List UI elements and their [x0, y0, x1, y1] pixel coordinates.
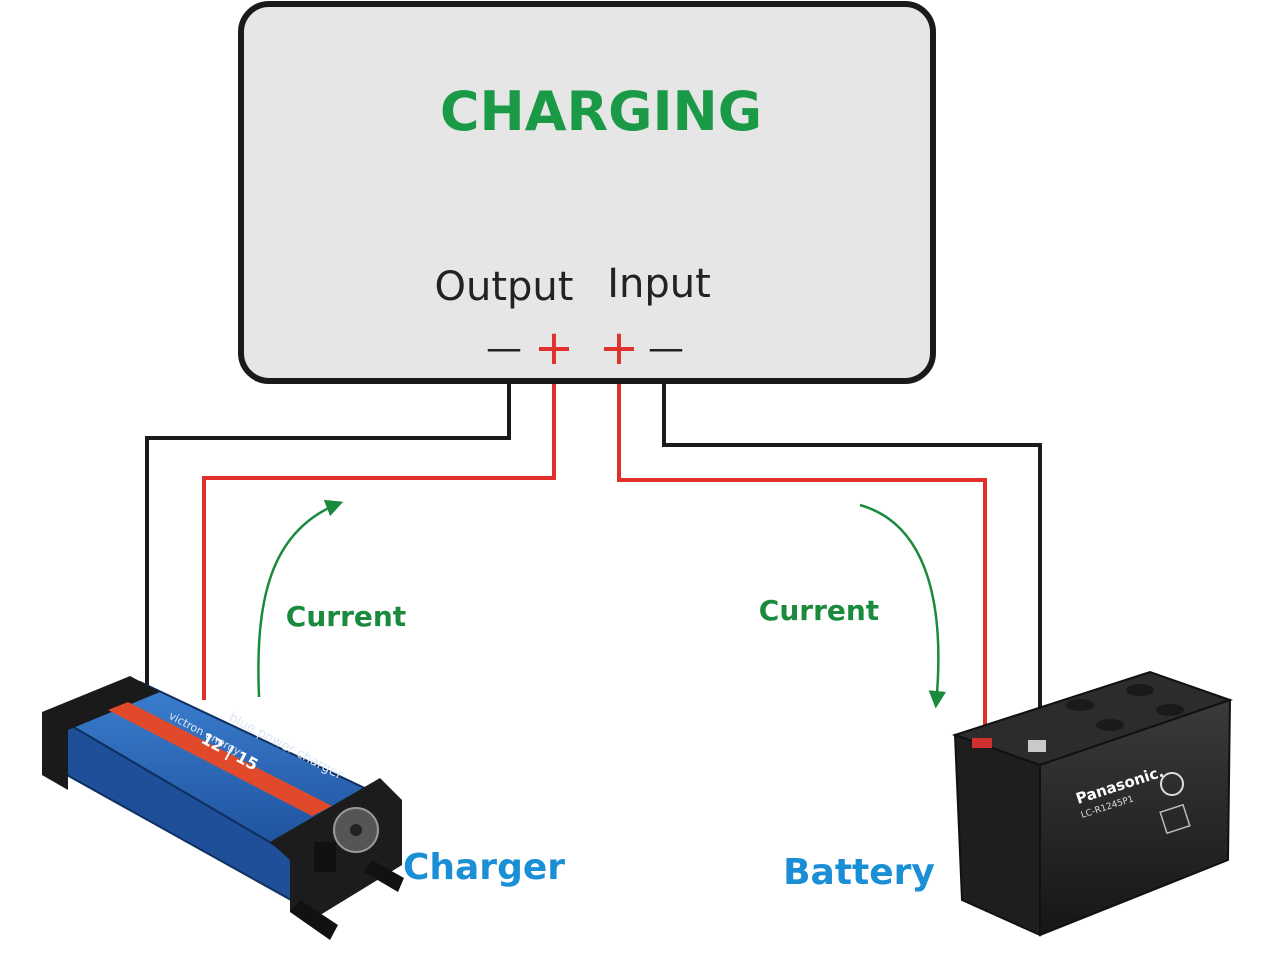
battery-positive-terminal — [972, 738, 992, 748]
left-current-label: Current — [286, 600, 406, 633]
battery-negative-wire — [662, 384, 1042, 730]
charger-illustration: victron energy blue power charger 12 | 1… — [42, 676, 404, 940]
device-title: CHARGING — [440, 80, 762, 143]
output-minus-symbol: — — [486, 328, 522, 369]
left-current-arrow — [257, 499, 344, 698]
battery-positive-wire — [617, 384, 987, 728]
battery-negative-terminal — [1028, 740, 1046, 752]
input-plus-symbol: + — [599, 320, 639, 376]
input-label: Input — [607, 261, 711, 307]
charger-label: Charger — [403, 847, 565, 888]
charging-device-box — [238, 1, 936, 384]
recycle-icon — [1160, 772, 1184, 796]
battery-illustration: Panasonic. LC-R1245P1 — [951, 670, 1234, 937]
right-current-label: Current — [759, 594, 879, 627]
input-minus-symbol: — — [648, 328, 684, 369]
charger-positive-wire — [202, 384, 556, 700]
output-label: Output — [435, 264, 574, 310]
charger-negative-wire — [145, 384, 511, 690]
right-current-arrow — [859, 503, 947, 709]
output-plus-symbol: + — [534, 320, 574, 376]
battery-label: Battery — [783, 852, 935, 893]
